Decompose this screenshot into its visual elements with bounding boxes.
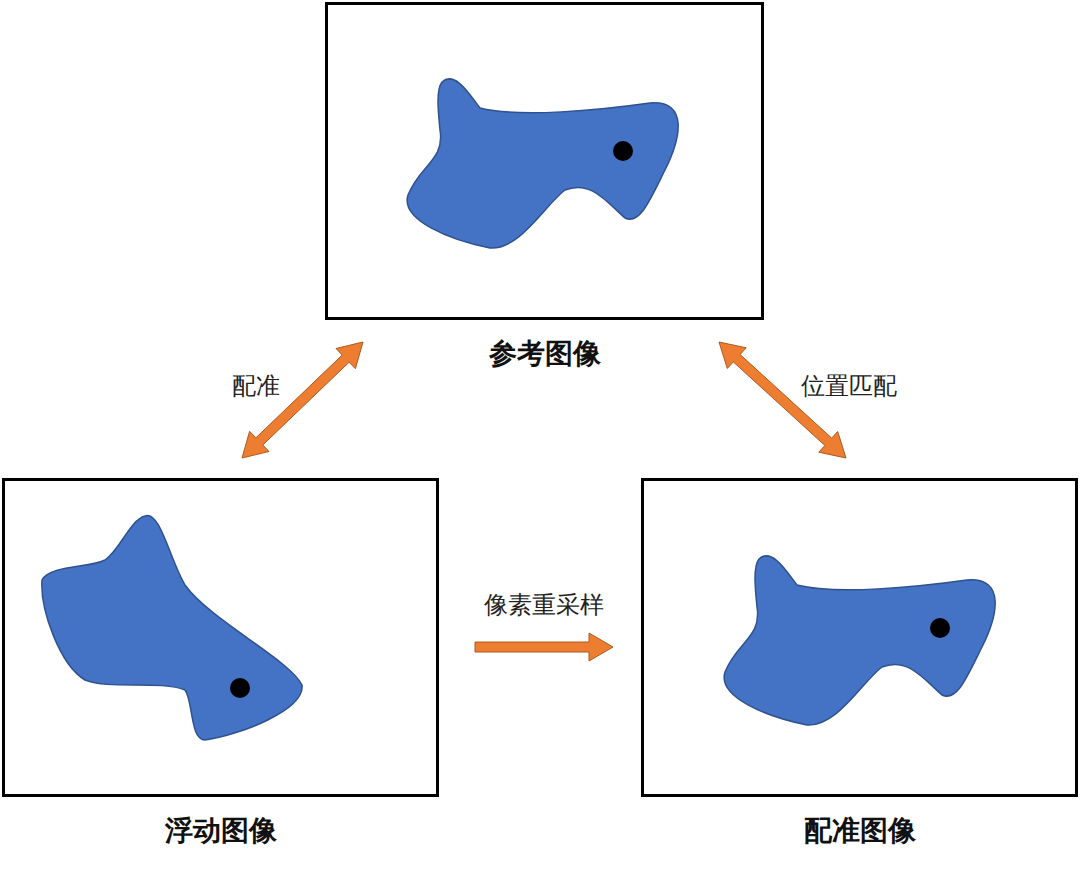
block-arrow <box>475 633 613 661</box>
registered-shape <box>724 556 995 725</box>
edge-label: 像素重采样 <box>481 589 607 621</box>
edge-label: 配准 <box>229 370 283 402</box>
reference-shape <box>407 79 678 248</box>
image-caption: 浮动图像 <box>0 812 476 850</box>
image-caption: 配准图像 <box>604 812 1080 850</box>
image-frame: 浮动图像 <box>2 478 439 797</box>
image-caption: 参考图像 <box>288 335 801 373</box>
edge-label: 位置匹配 <box>798 370 900 402</box>
floating-shape <box>42 516 302 740</box>
image-frame: 配准图像 <box>641 478 1078 797</box>
image-frame: 参考图像 <box>325 2 764 320</box>
